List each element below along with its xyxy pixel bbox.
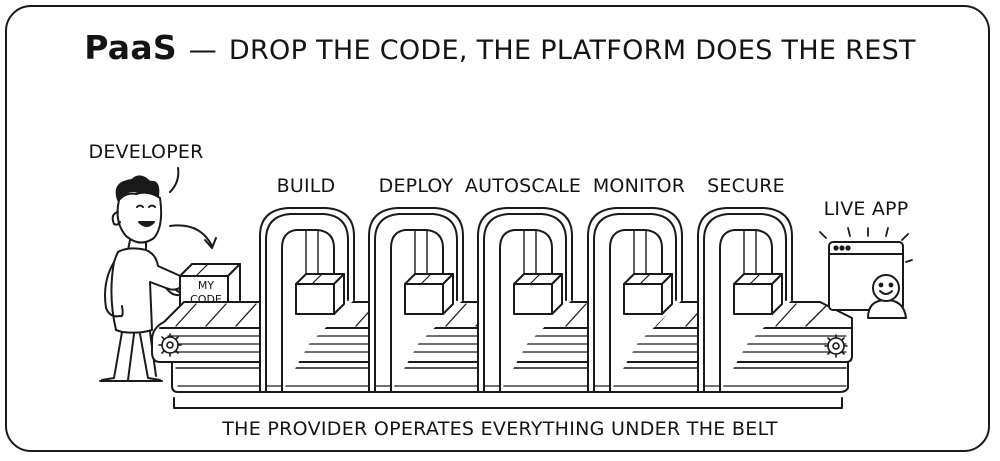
developer-figure xyxy=(99,175,185,382)
stage-box-build xyxy=(295,273,345,315)
diagram-title: PaaS — DROP THE CODE, THE PLATFORM DOES … xyxy=(0,28,1000,67)
smiley-user-icon xyxy=(867,274,907,319)
stage-label-deploy: DEPLOY xyxy=(378,175,454,197)
developer-pointer-line xyxy=(169,167,180,193)
title-main: PaaS xyxy=(84,28,177,67)
code-box-line2: CODE xyxy=(190,293,222,306)
live-app-sparkle-lines xyxy=(819,227,913,263)
stage-label-autoscale: AUTOSCALE xyxy=(464,175,582,197)
gear-icon xyxy=(158,333,182,357)
stage-box-monitor xyxy=(623,273,673,315)
stage-box-secure xyxy=(733,273,783,315)
footer-caption: THE PROVIDER OPERATES EVERYTHING UNDER T… xyxy=(222,418,778,440)
live-app-label: LIVE APP xyxy=(823,198,909,220)
stage-box-autoscale xyxy=(513,273,563,315)
drop-arrowhead xyxy=(204,237,217,249)
stage-label-secure: SECURE xyxy=(707,175,785,197)
stage-label-build: BUILD xyxy=(276,175,336,197)
provider-bracket xyxy=(173,397,843,409)
title-subtitle: DROP THE CODE, THE PLATFORM DOES THE RES… xyxy=(228,35,916,66)
stage-box-deploy xyxy=(404,273,454,315)
title-separator: — xyxy=(188,33,218,66)
developer-label: DEVELOPER xyxy=(88,141,204,163)
code-box-line1: MY xyxy=(197,279,215,292)
code-box-label: MY CODE xyxy=(185,279,227,307)
gear-icon xyxy=(824,334,848,358)
stage-label-monitor: MONITOR xyxy=(592,175,686,197)
drop-arrow xyxy=(169,224,213,247)
